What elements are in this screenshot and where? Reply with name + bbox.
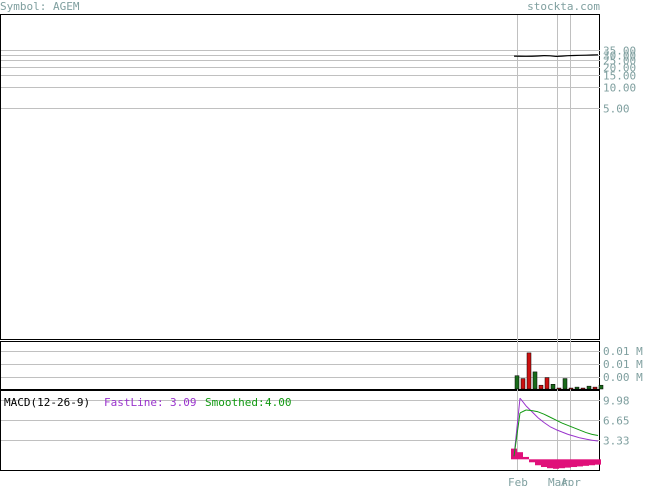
smoothed-segment — [591, 433, 599, 437]
smoothed-segment — [585, 432, 593, 435]
fastline-segment — [561, 431, 569, 435]
macd-tick-label: 9.98 — [603, 395, 630, 408]
smoothed-segment — [555, 419, 563, 424]
price-tick-label: 20.00 — [603, 62, 636, 75]
x-tick-label: Mar — [548, 476, 568, 486]
price-tick-label: 25.00 — [603, 55, 636, 68]
smoothed-segment — [531, 410, 539, 413]
volume-tick-label: 0.01 M — [603, 345, 643, 358]
volume-bar — [580, 387, 586, 390]
price-grid — [1, 50, 600, 109]
volume-bar — [568, 387, 574, 390]
volume-bar — [532, 371, 538, 390]
volume-tick-label: 0.00 M — [603, 371, 643, 384]
volume-bar — [544, 377, 550, 390]
volume-tick-label: 0.01 M — [603, 358, 643, 371]
macd-histogram-bar — [547, 459, 553, 469]
fastline-segment — [567, 433, 575, 437]
price-tick-label: 5.00 — [603, 103, 630, 116]
price-segment — [549, 55, 557, 58]
site-label[interactable]: stockta.com — [527, 0, 600, 13]
fastline-segment — [531, 411, 539, 419]
smoothed-segment — [513, 412, 521, 457]
fastline-segment — [543, 422, 551, 428]
macd-grid — [1, 400, 600, 441]
volume-bar — [526, 352, 532, 390]
macd-histogram-bar — [523, 456, 529, 460]
smoothed-segment — [561, 422, 569, 426]
volume-bar — [562, 378, 568, 390]
volume-bar — [556, 387, 562, 390]
macd-histogram-bar — [529, 459, 535, 463]
macd-histogram — [511, 448, 601, 469]
volume-bar — [520, 378, 526, 390]
volume-bar — [592, 386, 598, 390]
volume-bar — [538, 384, 544, 390]
fastline-segment — [519, 397, 527, 407]
x-tick-label: Feb — [508, 476, 528, 486]
fastline-label: FastLine: — [104, 396, 164, 409]
price-tick-label: 15.00 — [603, 70, 636, 83]
volume-bar — [550, 384, 556, 390]
volume-tick-labels: 0.01 M0.01 M0.00 M — [603, 345, 643, 384]
smoothed-value: 4.00 — [265, 396, 292, 409]
macd-lines — [513, 397, 599, 457]
fastline-segment — [537, 417, 545, 423]
price-tick-label: 30.00 — [603, 50, 636, 63]
smoothed-segment — [525, 409, 533, 412]
volume-panel-frame — [0, 341, 600, 390]
fastline-segment — [573, 435, 581, 439]
symbol-label: Symbol: AGEM — [0, 0, 80, 13]
macd-histogram-bar — [553, 459, 559, 469]
smoothed-segment — [543, 413, 551, 418]
fastline-segment — [585, 438, 593, 441]
smoothed-segment — [519, 409, 527, 414]
month-gridlines — [517, 15, 571, 470]
smoothed-segment — [579, 429, 587, 434]
macd-histogram-bar — [559, 459, 565, 469]
macd-legend: MACD(12-26-9) FastLine: 3.09 Smoothed: 4… — [4, 396, 292, 409]
macd-histogram-bar — [589, 459, 595, 466]
macd-histogram-bar — [583, 459, 589, 466]
volume-bar — [598, 384, 604, 390]
macd-histogram-bar — [565, 459, 571, 468]
macd-histogram-bar — [571, 459, 577, 468]
macd-histogram-bar — [517, 452, 523, 460]
macd-histogram-bar — [541, 459, 547, 468]
fastline-value: 3.09 — [170, 396, 197, 409]
smoothed-segment — [567, 424, 575, 429]
fastline-segment — [549, 426, 557, 431]
price-series — [513, 54, 599, 58]
macd-histogram-bar — [577, 459, 583, 467]
macd-histogram-bar — [595, 459, 601, 465]
volume-bar — [574, 386, 580, 390]
macd-tick-labels: 9.98 6.65 3.33 — [603, 395, 630, 448]
volume-grid — [1, 351, 600, 378]
macd-panel-frame — [0, 390, 600, 471]
volume-bar — [586, 385, 592, 390]
macd-histogram-bar — [535, 459, 541, 466]
smoothed-segment — [549, 416, 557, 421]
smoothed-label: Smoothed: — [205, 396, 265, 409]
macd-tick-label: 3.33 — [603, 435, 630, 448]
price-tick-label: 10.00 — [603, 82, 636, 95]
macd-tick-label: 6.65 — [603, 415, 630, 428]
fastline-segment — [555, 429, 563, 433]
macd-title: MACD(12-26-9) — [4, 396, 90, 409]
price-panel-frame — [0, 14, 600, 340]
x-tick-label: Apr — [561, 476, 581, 486]
fastline-segment — [579, 437, 587, 440]
price-tick-label: 35.00 — [603, 45, 636, 58]
smoothed-segment — [573, 427, 581, 431]
volume-bar — [514, 375, 520, 390]
smoothed-segment — [537, 411, 545, 415]
fastline-segment — [591, 439, 599, 442]
volume-bars — [514, 352, 604, 390]
